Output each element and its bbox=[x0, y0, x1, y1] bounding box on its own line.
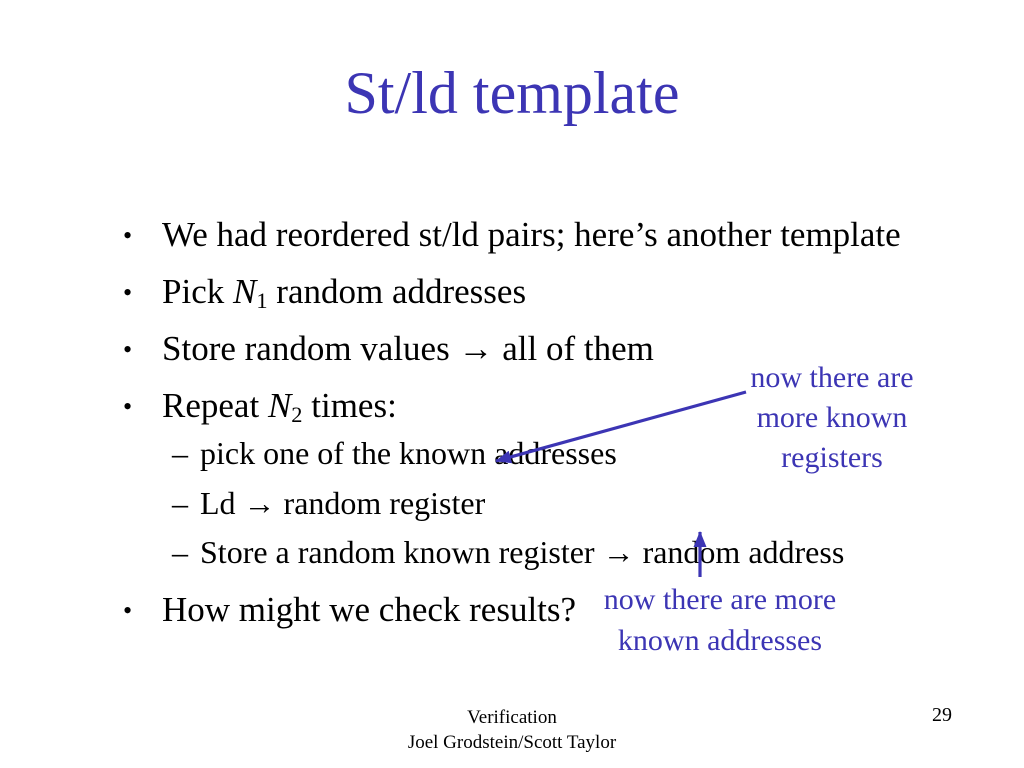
footer: Verification Joel Grodstein/Scott Taylor bbox=[0, 705, 1024, 755]
page-number: 29 bbox=[932, 704, 952, 726]
bullet-icon: • bbox=[123, 596, 133, 625]
dash-icon: – bbox=[172, 534, 188, 570]
slide-title: St/ld template bbox=[344, 60, 680, 126]
footer-course: Verification bbox=[467, 707, 557, 728]
subscript: 2 bbox=[291, 401, 303, 427]
bullet-text-pre: Pick bbox=[162, 272, 233, 311]
annotation-line: known addresses bbox=[617, 624, 823, 657]
bullet-icon: • bbox=[123, 335, 133, 364]
annotation-line: registers bbox=[781, 441, 883, 474]
bullet-text-post: random addresses bbox=[267, 272, 527, 311]
bullet-item: • Repeat N2 times: bbox=[88, 340, 397, 481]
annotation-line: more known bbox=[756, 401, 908, 434]
bullet-text-pre: Repeat bbox=[162, 386, 268, 425]
variable-n: N bbox=[232, 272, 257, 311]
footer-authors: Joel Grodstein/Scott Taylor bbox=[407, 732, 617, 753]
bullet-item: • We had reordered st/ld pairs; here’s an… bbox=[88, 169, 901, 302]
dash-icon: – bbox=[172, 485, 188, 521]
sub-bullet-item: –Ld → random register bbox=[140, 443, 485, 563]
annotation-line: now there are bbox=[750, 361, 914, 394]
subscript: 1 bbox=[256, 287, 268, 313]
bullet-item: • How might we check results? bbox=[88, 544, 576, 677]
annotation-line: now there are more bbox=[603, 583, 837, 616]
bullet-text-post: times: bbox=[302, 386, 397, 425]
bullet-text: How might we check results? bbox=[162, 590, 577, 629]
bullet-text: We had reordered st/ld pairs; here’s ano… bbox=[162, 215, 901, 254]
bullet-icon: • bbox=[123, 221, 133, 250]
annotation-more-known-addresses: now there are more known addresses bbox=[565, 579, 875, 661]
bullet-icon: • bbox=[123, 392, 133, 421]
sub-bullet-text: Store a random known register → random a… bbox=[200, 534, 845, 570]
annotation-more-known-registers: now there are more known registers bbox=[722, 358, 942, 478]
bullet-item: • Store random values → all of them bbox=[88, 283, 654, 416]
bullet-item: • Pick N1 random addresses bbox=[88, 226, 526, 367]
variable-n: N bbox=[267, 386, 292, 425]
dash-icon: – bbox=[172, 435, 188, 471]
bullet-text: Store random values → all of them bbox=[162, 329, 654, 368]
sub-bullet-item: –Store a random known register → random … bbox=[140, 492, 844, 612]
bullet-icon: • bbox=[123, 278, 133, 307]
sub-bullet-text: Ld → random register bbox=[200, 485, 486, 521]
